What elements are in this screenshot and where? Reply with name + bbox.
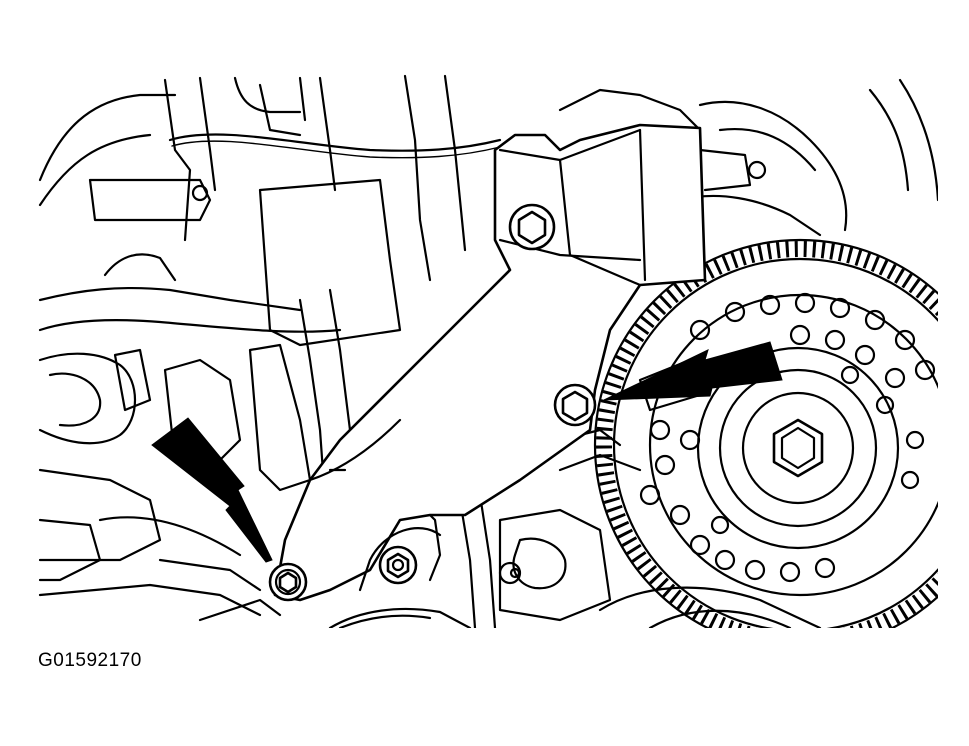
bracket-bolt-right — [553, 383, 597, 427]
background-engine-parts — [38, 74, 938, 628]
alternator — [593, 238, 938, 628]
bracket-bolt-lower-left — [268, 562, 308, 602]
alternator-vent-holes — [639, 292, 936, 583]
bracket-bolt-upper — [508, 203, 556, 251]
bracket-bolt-lower-right — [378, 545, 418, 585]
figure-code: G01592170 — [38, 650, 142, 671]
alternator-bracket — [273, 123, 707, 602]
arrow-right-bolt — [603, 341, 783, 401]
arrow-lower-bolt — [151, 417, 273, 563]
